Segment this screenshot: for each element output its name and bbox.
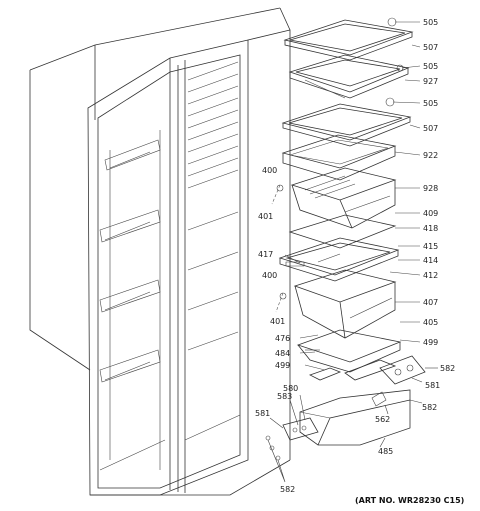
label-412: 412: [423, 271, 438, 280]
label-580: 580: [283, 384, 298, 393]
shelf-assembly-1: [283, 19, 414, 61]
label-581-left: 581: [255, 409, 270, 418]
label-582-mid: 582: [422, 403, 437, 412]
control-panel: [282, 417, 319, 441]
label-485: 485: [378, 447, 393, 456]
label-582-right: 582: [440, 364, 455, 373]
cabinet-liner: [29, 7, 291, 496]
label-401-upper: 401: [258, 212, 273, 221]
label-562: 562: [375, 415, 390, 424]
label-928: 928: [423, 184, 438, 193]
label-484: 484: [275, 349, 290, 358]
art-number: (ART NO. WR28230 C15): [355, 496, 464, 505]
crisper-frame: [278, 237, 400, 282]
label-407: 407: [423, 298, 438, 307]
label-581-right: 581: [425, 381, 440, 390]
label-401-lower: 401: [270, 317, 285, 326]
deli-drawer: [290, 167, 397, 229]
lower-crisper-drawer: [296, 329, 402, 373]
shelf-frame: [281, 134, 397, 181]
label-505-top: 505: [423, 18, 438, 27]
bracket: [371, 355, 426, 407]
label-409: 409: [423, 209, 438, 218]
part-labels: 505 507 505 927 505 507 922 928 400 401 …: [255, 18, 455, 494]
label-415: 415: [423, 242, 438, 251]
shelf-assembly-3: [281, 103, 412, 147]
label-505-low: 505: [423, 99, 438, 108]
label-583: 583: [277, 392, 292, 401]
label-414: 414: [423, 256, 438, 265]
label-405: 405: [423, 318, 438, 327]
bottom-bin: [299, 389, 411, 446]
label-507-low: 507: [423, 124, 438, 133]
upper-crisper-drawer: [293, 269, 397, 339]
label-400-upper: 400: [262, 166, 277, 175]
label-582-bottom: 582: [280, 485, 295, 494]
label-507-top: 507: [423, 43, 438, 52]
leader-lines: [267, 21, 438, 483]
label-400-lower: 400: [262, 271, 277, 280]
label-418: 418: [423, 224, 438, 233]
label-922: 922: [423, 151, 438, 160]
shelf-assembly-2: [288, 54, 410, 99]
label-417: 417: [258, 250, 273, 259]
label-927: 927: [423, 77, 438, 86]
crisper-cover-glass: [288, 214, 397, 249]
label-499-right: 499: [423, 338, 438, 347]
label-499-left: 499: [275, 361, 290, 370]
label-505-mid: 505: [423, 62, 438, 71]
snack-pan: [308, 359, 397, 381]
label-476: 476: [275, 334, 290, 343]
